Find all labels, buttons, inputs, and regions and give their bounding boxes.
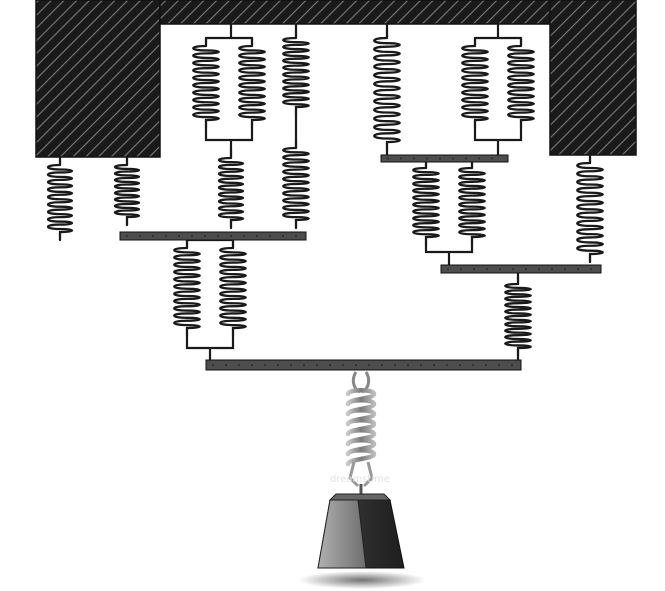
ceiling-right-block <box>549 0 637 156</box>
ceiling-left-block <box>35 0 161 158</box>
bar-upper-left <box>119 231 307 241</box>
spring-7 <box>282 138 310 230</box>
spring-5 <box>217 148 245 230</box>
bottom-hook-icon <box>348 461 374 488</box>
hook-spring <box>345 388 377 467</box>
spring-12 <box>458 158 486 247</box>
bars-layer <box>119 154 602 371</box>
spring-16 <box>504 274 532 358</box>
spring-4 <box>238 36 266 130</box>
spring-8 <box>373 28 401 152</box>
bar-upper-right <box>380 154 509 163</box>
ceiling <box>35 0 637 158</box>
spring-6 <box>282 28 310 117</box>
watermark: dreamstime <box>330 474 390 485</box>
springs-layer <box>46 28 604 358</box>
spring-13 <box>576 153 604 264</box>
ceiling-top-beam <box>159 0 551 25</box>
hanging-weight-assembly: dreamstime <box>298 371 426 589</box>
spring-14 <box>173 238 201 338</box>
bar-lower-main <box>205 359 522 371</box>
spring-9 <box>461 36 489 130</box>
spring-1 <box>46 155 74 242</box>
weight-icon <box>317 493 405 569</box>
weight-shadow <box>298 571 426 589</box>
bar-middle-right <box>440 264 602 274</box>
spring-3 <box>192 36 220 130</box>
spring-11 <box>412 158 440 247</box>
spring-2 <box>113 155 141 227</box>
spring-15 <box>219 238 247 338</box>
connector-4 <box>473 24 523 157</box>
spring-10 <box>507 36 535 130</box>
connector-1 <box>204 24 254 150</box>
